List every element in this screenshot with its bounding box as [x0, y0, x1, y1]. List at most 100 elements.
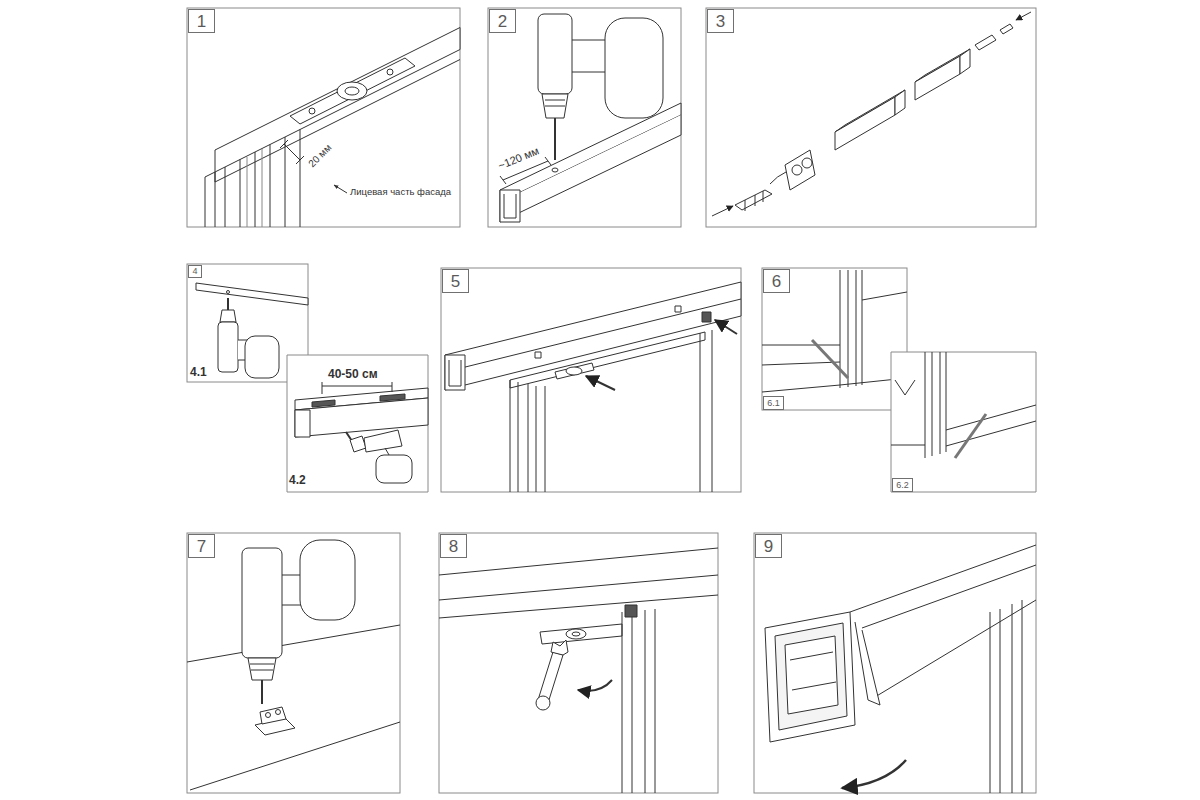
adjust-drawing [578, 680, 612, 691]
step-number-box: 7 [188, 534, 215, 558]
cover-drawing [785, 636, 838, 714]
door-rail-drawing [702, 312, 711, 322]
panel-frame [754, 533, 1036, 793]
cover-drawing [990, 600, 1022, 793]
rail-drill-drawing [380, 394, 405, 401]
profile-drawing [309, 108, 315, 114]
door-rail-drawing [566, 367, 582, 375]
drill-drawing [500, 115, 681, 222]
profile-drawing [345, 87, 359, 95]
door-rail-drawing [445, 282, 741, 492]
drill-guide-drawing [248, 658, 276, 680]
panel-frame [439, 533, 718, 793]
cover-drawing [842, 760, 906, 788]
adjust-drawing [439, 548, 718, 793]
floor-stop-drawing [925, 352, 946, 458]
profile-drawing [215, 60, 460, 183]
step-number-box: 6.1 [763, 396, 784, 410]
cover-drawing [775, 623, 847, 730]
profile-drawing [337, 82, 367, 100]
profile-drawing [205, 167, 225, 227]
rail-drill-drawing [218, 322, 238, 372]
rail-drill-drawing [196, 283, 308, 305]
step-number: 5 [451, 273, 460, 290]
step-number-box: 1 [188, 9, 215, 33]
cover-drawing [765, 612, 855, 742]
step-number: 3 [716, 13, 725, 30]
profile-drawing [334, 185, 347, 193]
step-number-box: 9 [755, 534, 782, 558]
drill-guide-drawing [300, 540, 355, 620]
step-number: 6.1 [767, 399, 780, 408]
rail-drill-drawing [364, 430, 402, 452]
panel-frame [488, 8, 681, 227]
rail-drill-drawing [322, 382, 392, 394]
floor-stop-drawing [840, 270, 862, 388]
adjust-drawing [439, 548, 718, 618]
exploded-parts [770, 172, 786, 184]
door-rail-drawing [700, 330, 712, 492]
panel-frame [187, 8, 1036, 793]
exploded-parts [915, 56, 960, 100]
floor-stop-drawing [895, 380, 915, 395]
step-number: 1 [197, 13, 206, 30]
profile-drawing [290, 58, 415, 124]
panel-frame [187, 8, 460, 227]
door-rail-drawing [449, 360, 461, 386]
drill-guide-drawing [187, 540, 400, 790]
step-number-box: 3 [707, 9, 734, 33]
panel-frame [441, 268, 741, 492]
door-rail-drawing [510, 332, 705, 388]
floor-stop-drawing [762, 292, 907, 392]
door-rail-drawing [445, 355, 465, 390]
step-number-box: 6 [763, 269, 790, 293]
rail-drill-drawing [227, 291, 230, 294]
step-number-box: 2 [489, 9, 516, 33]
step-number: 6.2 [896, 481, 909, 490]
exploded-parts [712, 12, 1031, 216]
floor-stop-drawing [812, 340, 848, 378]
exploded-parts [1016, 12, 1031, 20]
exploded-parts [745, 191, 763, 211]
door-rail-drawing [715, 320, 737, 334]
door-rail-drawing [675, 306, 681, 312]
profile-drawing [215, 28, 460, 173]
exploded-parts [975, 35, 996, 50]
rail-drill-drawing [295, 398, 428, 437]
step-number: 6 [772, 273, 781, 290]
profile-drawing [240, 130, 300, 228]
adjust-drawing [551, 640, 568, 655]
drill-drawing [552, 168, 558, 172]
sub-step-number: 4.1 [190, 366, 207, 379]
drill-drawing [605, 18, 663, 118]
adjust-drawing [572, 632, 580, 636]
exploded-parts [1000, 24, 1013, 34]
step-number: 8 [449, 538, 458, 555]
adjust-drawing [540, 624, 622, 644]
door-rail-drawing [510, 380, 545, 492]
step-number: 9 [764, 538, 773, 555]
drill-drawing [538, 14, 572, 94]
door-rail-drawing [535, 352, 541, 358]
exploded-parts [735, 190, 772, 210]
drill-guide-drawing [260, 707, 286, 724]
profile-drawing [247, 149, 262, 227]
step-number: 4 [192, 267, 197, 276]
rail-drill-drawing [220, 310, 236, 322]
sub-step-number: 40-50 см [328, 368, 378, 381]
step-number-box: 8 [440, 534, 467, 558]
drill-drawing [500, 14, 681, 222]
exploded-parts [785, 150, 815, 190]
step-number: 7 [197, 538, 206, 555]
drill-guide-drawing [250, 664, 274, 670]
drill-drawing [504, 194, 516, 218]
rail-drill-drawing [312, 400, 335, 407]
rail-drill-drawing [295, 410, 310, 437]
drill-guide-drawing [266, 713, 271, 718]
exploded-parts [792, 165, 802, 175]
step-number-box: 6.2 [892, 478, 913, 492]
door-rail-drawing [586, 376, 615, 390]
cover-drawing [850, 545, 1036, 700]
panel-frame [706, 8, 1036, 227]
